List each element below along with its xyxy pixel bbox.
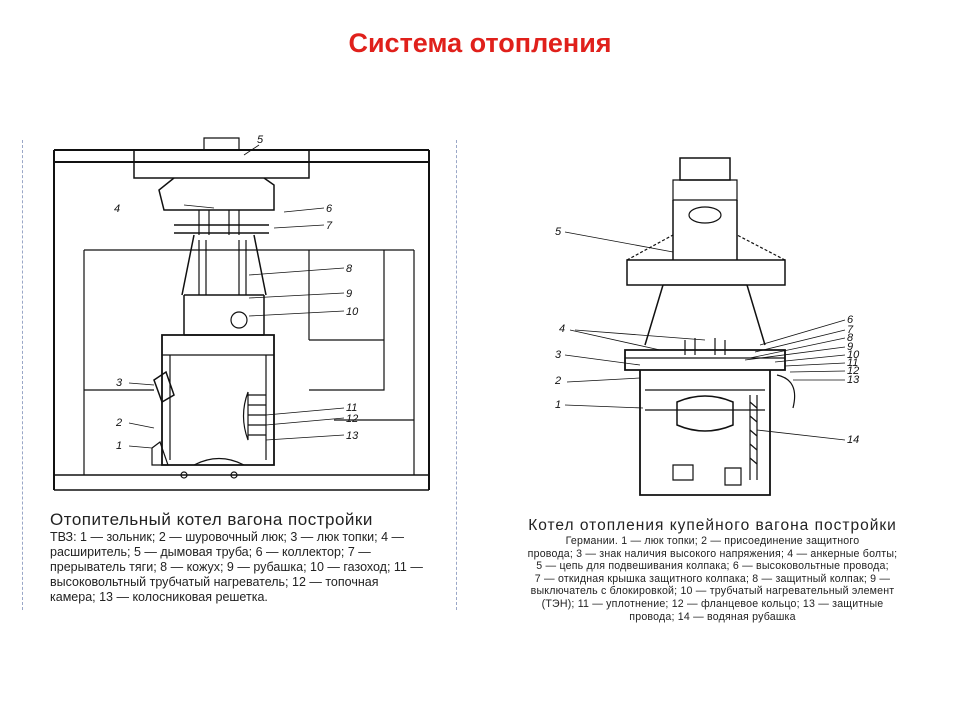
left-label-13: 13 xyxy=(346,430,359,442)
left-caption-heading: Отопительный котел вагона постройки xyxy=(50,510,373,529)
left-label-1: 1 xyxy=(116,440,122,452)
right-label-7: 7 xyxy=(847,324,854,336)
right-label-6: 6 xyxy=(847,314,854,326)
left-caption-line: ТВЗ: 1 — зольник; 2 — шуровочный люк; 3 … xyxy=(50,530,405,544)
left-label-10: 10 xyxy=(346,306,359,318)
left-label-2: 2 xyxy=(115,417,122,429)
right-caption: Котел отопления купейного вагона построй… xyxy=(495,517,930,623)
right-caption-line: провода; 3 — знак наличия высокого напря… xyxy=(527,547,898,560)
left-frame-divider xyxy=(22,140,23,610)
left-label-4: 4 xyxy=(114,203,120,215)
right-label-2: 2 xyxy=(554,375,561,387)
right-label-9: 9 xyxy=(847,341,853,353)
left-label-11: 11 xyxy=(346,402,357,414)
middle-frame-divider xyxy=(456,140,457,610)
right-caption-line: 7 — откидная крышка защитного колпака; 8… xyxy=(534,572,891,585)
right-caption-line: Германии. 1 — люк топки; 2 — присоединен… xyxy=(565,535,860,547)
right-label-13: 13 xyxy=(847,374,860,386)
right-label-4: 4 xyxy=(559,323,565,335)
right-label-12: 12 xyxy=(847,365,859,377)
left-boiler-drawing: 5 4 6 7 8 9 10 11 12 13 3 2 1 xyxy=(34,130,444,500)
right-label-11: 11 xyxy=(847,357,858,369)
left-label-3: 3 xyxy=(116,377,123,389)
right-label-5: 5 xyxy=(555,226,562,238)
left-caption-line: высоковольтный трубчатый нагреватель; 12… xyxy=(50,575,379,589)
left-label-8: 8 xyxy=(346,263,353,275)
left-caption-line: прерыватель тяги; 8 — кожух; 9 — рубашка… xyxy=(50,560,423,574)
right-label-10: 10 xyxy=(847,349,860,361)
left-label-9: 9 xyxy=(346,288,352,300)
left-label-5: 5 xyxy=(257,134,264,146)
right-caption-heading: Котел отопления купейного вагона построй… xyxy=(528,517,897,534)
right-caption-line: выключатель с блокировкой; 10 — трубчаты… xyxy=(530,585,895,598)
right-label-8: 8 xyxy=(847,332,854,344)
right-boiler-drawing: 5 4 3 2 1 6 7 8 9 10 11 12 13 14 xyxy=(545,140,875,510)
right-caption-line: 5 — цепь для подвешивания колпака; 6 — в… xyxy=(536,560,889,573)
right-caption-line: (ТЭН); 11 — уплотнение; 12 — фланцевое к… xyxy=(541,597,884,610)
left-label-7: 7 xyxy=(326,220,333,232)
left-label-12: 12 xyxy=(346,413,358,425)
left-caption: Отопительный котел вагона постройки ТВЗ:… xyxy=(50,510,450,605)
slide-title: Система отопления xyxy=(348,28,612,58)
left-label-6: 6 xyxy=(326,203,333,215)
right-label-1: 1 xyxy=(555,399,561,411)
right-label-14: 14 xyxy=(847,434,859,446)
left-caption-line: расширитель; 5 — дымовая труба; 6 — колл… xyxy=(50,545,371,559)
right-label-3: 3 xyxy=(555,349,562,361)
right-caption-line: провода; 14 — водяная рубашка xyxy=(629,610,796,623)
left-caption-line: камера; 13 — колосниковая решетка. xyxy=(50,590,268,604)
